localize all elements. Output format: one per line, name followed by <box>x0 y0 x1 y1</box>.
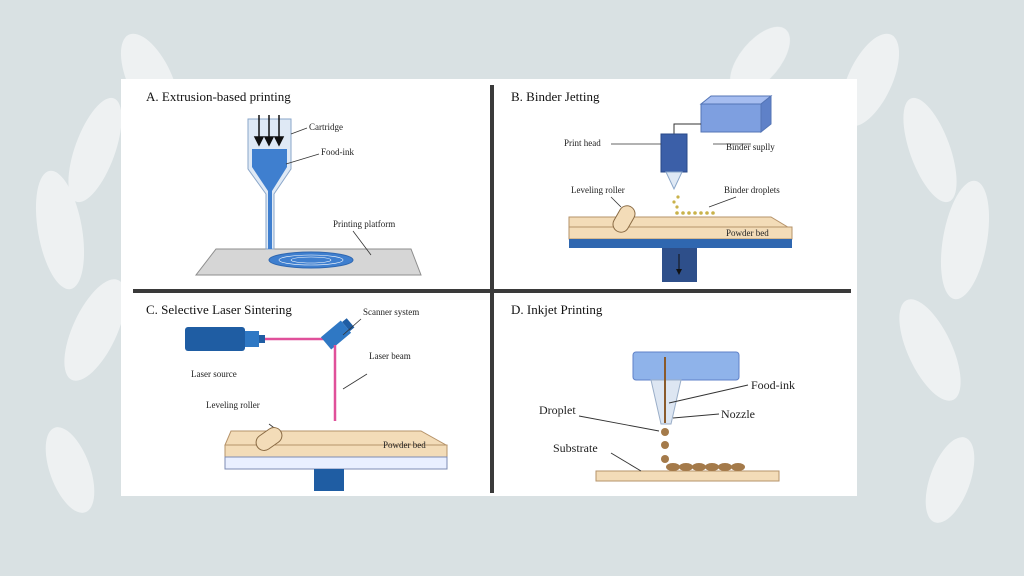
label-laser-source: Laser source <box>191 369 237 379</box>
figure-panel: A. Extrusion-based printing B. Binder Je… <box>121 79 857 496</box>
horizontal-divider <box>133 289 851 293</box>
binder-jetting-diagram <box>568 94 793 282</box>
label-binder-supply: Binder suplly <box>726 142 775 152</box>
panel-d-title: D. Inkjet Printing <box>511 302 603 317</box>
print-head <box>660 133 688 173</box>
label-droplet: Droplet <box>539 403 576 417</box>
label-food-ink-a: Food-ink <box>321 147 355 157</box>
laser-source <box>185 327 245 351</box>
label-leveling-roller-b: Leveling roller <box>571 185 625 195</box>
label-print-head: Print head <box>564 138 601 148</box>
label-scanner-system: Scanner system <box>363 307 420 317</box>
panel-c-title: C. Selective Laser Sintering <box>146 302 292 317</box>
bed-platform <box>569 239 792 248</box>
inkjet-diagram <box>578 351 780 482</box>
deposited-droplets <box>666 463 745 471</box>
label-nozzle: Nozzle <box>721 407 755 421</box>
label-substrate: Substrate <box>553 441 598 455</box>
food-ink-in-cartridge <box>252 149 287 249</box>
sls-platform <box>224 456 448 470</box>
binder-droplets <box>672 195 680 209</box>
sls-leveling-roller <box>255 427 283 451</box>
substrate <box>595 470 780 482</box>
label-cartridge: Cartridge <box>309 122 343 132</box>
panel-b-title: B. Binder Jetting <box>511 89 600 104</box>
scanner-mirror <box>320 318 355 350</box>
inkjet-head <box>632 351 740 381</box>
label-leveling-roller-c: Leveling roller <box>206 400 260 410</box>
label-laser-beam: Laser beam <box>369 351 411 361</box>
printed-spiral <box>268 251 354 269</box>
panel-a-title: A. Extrusion-based printing <box>146 89 291 104</box>
print-head-nozzle <box>665 171 683 191</box>
label-powder-bed-b: Powder bed <box>726 228 769 238</box>
label-printing-platform: Printing platform <box>333 219 396 229</box>
laser-sintering-diagram <box>185 318 448 491</box>
extrusion-diagram <box>194 115 422 276</box>
inkjet-droplets <box>661 428 669 463</box>
label-food-ink-d: Food-ink <box>751 378 796 392</box>
pressure-arrows <box>253 115 285 147</box>
leveling-roller <box>612 205 636 233</box>
label-powder-bed-c: Powder bed <box>383 440 426 450</box>
figure-graphics <box>133 85 851 493</box>
binder-drops-on-bed <box>675 211 715 215</box>
binder-supply-box <box>700 103 762 133</box>
label-binder-droplets: Binder droplets <box>724 185 780 195</box>
sls-piston <box>314 469 344 491</box>
